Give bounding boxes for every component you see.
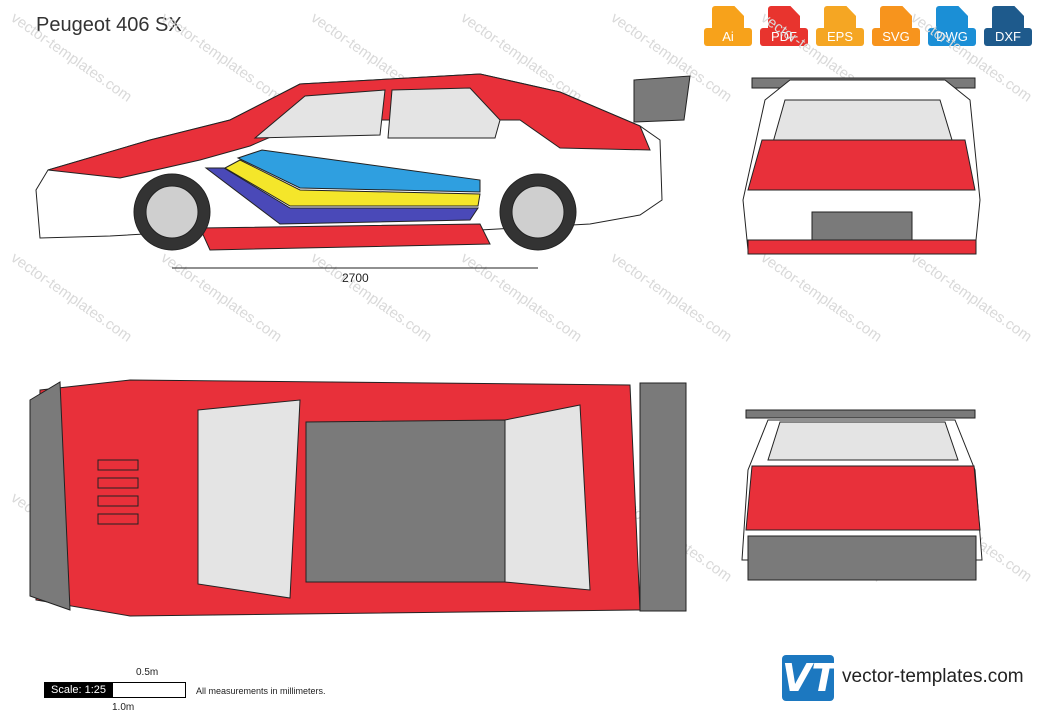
format-badges: Ai PDF EPS SVG DWG DXF bbox=[704, 6, 1032, 50]
rear-view bbox=[741, 409, 983, 581]
front-view bbox=[742, 77, 981, 255]
format-label: PDF bbox=[760, 28, 808, 46]
top-view bbox=[29, 379, 687, 617]
side-view bbox=[35, 73, 691, 269]
measurement-note: All measurements in millimeters. bbox=[196, 686, 326, 696]
side-red-top bbox=[47, 73, 651, 179]
side-stripe-yellow bbox=[223, 159, 481, 207]
side-sill bbox=[199, 223, 491, 251]
dxf-file-icon[interactable]: DXF bbox=[984, 6, 1032, 50]
side-stripe-violet bbox=[204, 167, 479, 225]
format-label: DWG bbox=[928, 28, 976, 46]
scale-bar: Scale: 1:25 bbox=[44, 682, 186, 698]
dwg-file-icon[interactable]: DWG bbox=[928, 6, 976, 50]
eps-file-icon[interactable]: EPS bbox=[816, 6, 864, 50]
rear-wing bbox=[633, 75, 691, 123]
vt-logo-icon: VT bbox=[782, 655, 838, 701]
scale-label: Scale: 1:25 bbox=[45, 683, 113, 697]
format-label: Ai bbox=[704, 28, 752, 46]
format-label: DXF bbox=[984, 28, 1032, 46]
scale-half-label: 0.5m bbox=[136, 667, 159, 678]
svg-file-icon[interactable]: SVG bbox=[872, 6, 920, 50]
wheelbase-dimension: 2700 bbox=[342, 271, 369, 285]
side-stripe-blue bbox=[236, 149, 481, 193]
site-name[interactable]: vector-templates.com bbox=[842, 666, 1024, 687]
side-window bbox=[253, 89, 386, 139]
side-window-rear bbox=[387, 87, 501, 139]
format-label: EPS bbox=[816, 28, 864, 46]
ai-file-icon[interactable]: Ai bbox=[704, 6, 752, 50]
scale-full-label: 1.0m bbox=[112, 702, 135, 713]
pdf-file-icon[interactable]: PDF bbox=[760, 6, 808, 50]
page-title: Peugeot 406 SX bbox=[36, 14, 182, 36]
format-label: SVG bbox=[872, 28, 920, 46]
